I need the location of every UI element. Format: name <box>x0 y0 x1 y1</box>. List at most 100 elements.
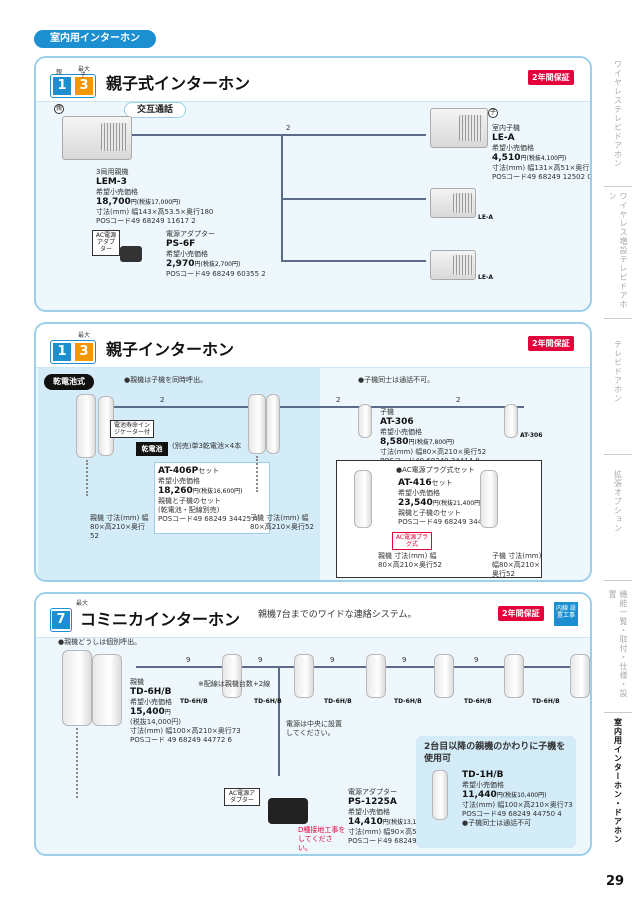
ac-adapter-tag: AC電源アダプター <box>92 230 120 256</box>
master-price-label: 希望小売価格 <box>130 698 172 706</box>
wire-line <box>106 406 524 408</box>
unit-image <box>294 654 314 698</box>
ac-adapter-tag: AC電源アダプター <box>224 788 260 807</box>
at306-model: AT-306 <box>380 416 414 427</box>
sub-base-image <box>266 394 280 454</box>
sub-count: 3 <box>75 343 93 361</box>
wire-count: 9 <box>186 656 191 664</box>
wire-count: 2 <box>160 396 165 404</box>
wire-line <box>278 666 280 776</box>
wiring-note: ※配線は親機台数+2線 <box>198 680 271 688</box>
set1-master-dims: 親機 寸法(mm) 幅80×高210×奥行52 <box>90 514 149 540</box>
at306-name: 子機 <box>380 408 394 416</box>
badge-max-label: 最大 <box>76 600 89 607</box>
adapter-pos: POSコード49 68249 60783 0 <box>348 836 448 845</box>
battery-indicator-tag: 電池寿命インジケーター付 <box>110 420 154 439</box>
set2-price-label: 希望小売価格 <box>398 489 440 498</box>
adapter-price: 14,410円(税抜13,100円) <box>348 816 433 827</box>
at306-dims: 寸法(mm) 幅80×高210×奥行52 <box>380 448 487 456</box>
at306-label: AT-306 <box>520 432 543 439</box>
sub-option-title: 2台目以降の親機のかわりに子機を使用可 <box>424 742 566 764</box>
note-simultaneous: ●親機は子機を同時呼出。 <box>124 376 208 384</box>
wire-count: 9 <box>330 656 335 664</box>
install-tag: 内線 設置工事 <box>554 602 578 626</box>
sub-handset-image <box>358 404 372 438</box>
ac-plug-tag: AC電源プラグ式 <box>392 532 432 551</box>
unit-image <box>504 654 524 698</box>
note-individual-call: ●親機どうしは個別呼出。 <box>58 638 142 646</box>
page-number: 29 <box>606 874 625 889</box>
master-dims: 寸法(mm) 幅143×高53.5×奥行180 <box>96 208 214 216</box>
set2-sub-image <box>480 470 498 528</box>
sub-model: LE-A <box>492 132 515 143</box>
set2-info: AT-416セット 希望小売価格 23,540円(税抜21,400円) 親機と子… <box>398 478 498 526</box>
sub-handset-image <box>504 404 518 438</box>
side-index-item[interactable]: 機能一覧・取付・仕様・設置 <box>608 590 628 698</box>
sub-price: 4,510円(税抜4,100円) <box>492 152 567 163</box>
unit-label: TD-6H/B <box>180 698 208 705</box>
battery-spec: (別売)単3乾電池×4本 <box>172 442 242 450</box>
td1hb-pos: POSコード49 68249 44750 4 <box>462 810 562 818</box>
wire-count: 2 <box>456 396 461 404</box>
td1hb-price-label: 希望小売価格 <box>462 781 504 790</box>
master-device-image <box>62 116 132 160</box>
master-price-label: 希望小売価格 <box>96 188 138 196</box>
master-model: LEM-3 <box>96 176 127 187</box>
section-header: 7 最大 コミニカインターホン 親機7台までのワイドな連絡システム。 2年間保証… <box>36 594 590 638</box>
speaker-grille <box>459 115 483 141</box>
master-count: 1 <box>53 77 71 95</box>
set1-price: 18,260円(税抜16,600円) <box>158 486 243 496</box>
td1hb-note: ●子機同士は通話不可 <box>462 818 532 827</box>
speaker-grille <box>453 193 473 213</box>
unit-image <box>366 654 386 698</box>
wire-line <box>281 134 283 260</box>
capacity-badge: 1 3 <box>50 340 96 364</box>
side-divider <box>604 580 632 581</box>
adapter-name: 電源アダプター <box>348 788 397 796</box>
side-index-item-active[interactable]: 室内用インターホン・ドアホン <box>613 718 623 844</box>
coil-cord <box>76 728 78 798</box>
sub-pos: POSコード49 68249 12502 0 <box>492 172 592 181</box>
unit-label: TD-6H/B <box>324 698 352 705</box>
set1-info: AT-406Pセット 希望小売価格 18,260円(税抜16,600円) 親機と… <box>158 466 258 523</box>
master-tax: (税抜14,000円) <box>130 718 181 726</box>
section-subtitle: 親機7台までのワイドな連絡システム。 <box>258 610 417 620</box>
master-circle: 親 <box>54 104 64 114</box>
td1hb-model: TD-1H/B <box>462 770 504 780</box>
wire-count: 9 <box>402 656 407 664</box>
warranty-badge: 2年間保証 <box>498 606 544 621</box>
wire-line <box>281 260 426 262</box>
master-count: 7 <box>52 611 70 629</box>
set2-master-image <box>354 470 372 528</box>
adapter-info: 電源アダプター PS-1225A 希望小売価格 14,410円(税抜13,100… <box>348 788 454 846</box>
set1-price-label: 希望小売価格 <box>158 477 200 486</box>
warranty-badge: 2年間保証 <box>528 336 574 351</box>
side-divider <box>604 186 632 187</box>
unit-image <box>570 654 590 698</box>
master-name: 親機 <box>130 678 144 686</box>
wire-count: 9 <box>474 656 479 664</box>
set2-master-dims: 親機 寸法(mm) 幅80×高210×奥行52 <box>378 552 442 569</box>
mode-label: 交互通話 <box>124 102 186 118</box>
sub-price-label: 希望小売価格 <box>492 144 534 152</box>
adapter-price: 2,970円(税抜2,700円) <box>166 258 241 269</box>
section-header: 1 3 最大 親子インターホン 2年間保証 <box>36 324 590 368</box>
speaker-grille <box>101 123 127 151</box>
side-index-item[interactable]: 拡張オプション <box>613 470 623 533</box>
sub-circle: 子 <box>488 108 498 118</box>
sub-name: 室内子機 <box>492 124 520 132</box>
adapter-image <box>120 246 142 262</box>
at306-price-label: 希望小売価格 <box>380 428 422 436</box>
side-index-item[interactable]: テレビドアホン <box>613 340 623 403</box>
adapter-price-label: 希望小売価格 <box>348 808 390 816</box>
set1-box <box>154 462 270 534</box>
td1hb-price: 11,440円(税抜10,400円) <box>462 790 547 800</box>
unit-label: TD-6H/B <box>254 698 282 705</box>
section-title: 親子インターホン <box>106 340 235 359</box>
master-handset-image <box>76 394 96 458</box>
side-index-item[interactable]: ワイヤレステレビドアホン <box>613 60 623 168</box>
note-no-sub-talk: ●子機同士は通話不可。 <box>358 376 435 384</box>
adapter-dims: 寸法(mm) 幅90×高52×奥行167 <box>348 828 455 836</box>
set2-model: AT-416 <box>398 478 432 488</box>
side-index-item[interactable]: ワイヤレス増設テレビドアホン <box>608 192 628 309</box>
